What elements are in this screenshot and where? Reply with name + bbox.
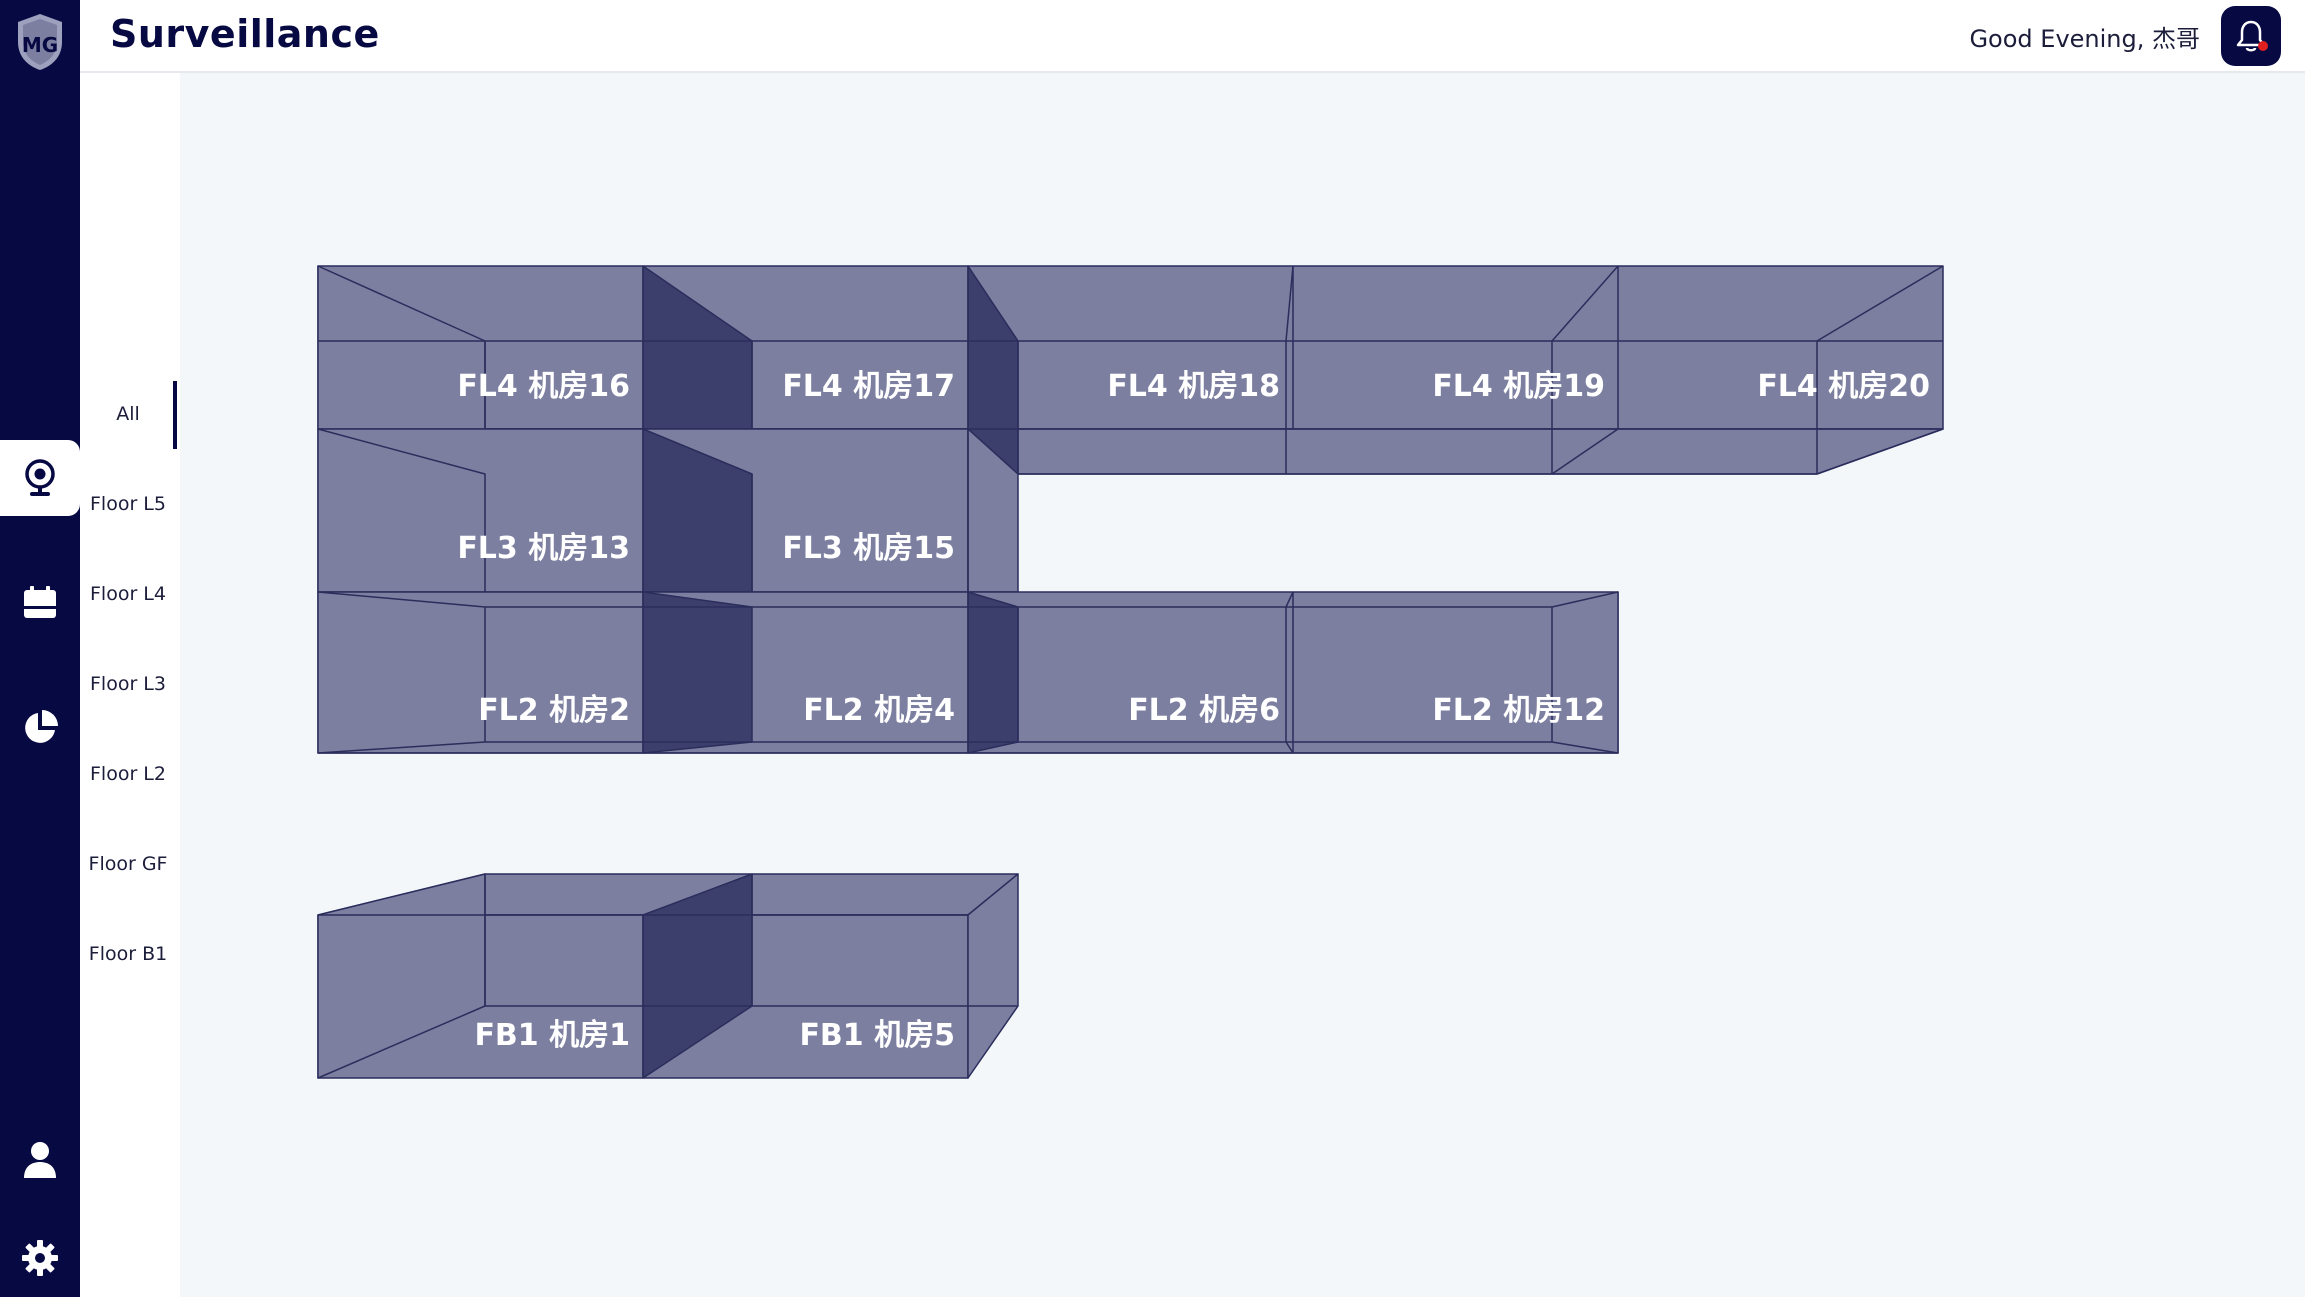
floor-filter-l3[interactable]: Floor L3	[90, 673, 166, 695]
floor-filter-all[interactable]: All	[116, 403, 140, 425]
room-fl2-4[interactable]: FL2 机房4	[803, 693, 955, 728]
top-header: Surveillance Good Evening, 杰哥	[80, 0, 2305, 73]
room-fl4-17[interactable]: FL4 机房17	[782, 369, 955, 404]
floor-filter-list: All Floor L5 Floor L4 Floor L3 Floor L2 …	[80, 73, 180, 1297]
room-fl4-20[interactable]: FL4 机房20	[1757, 369, 1930, 404]
room-fl2-12[interactable]: FL2 机房12	[1432, 693, 1605, 728]
camera-icon	[25, 459, 55, 496]
pie-chart-icon	[25, 710, 58, 743]
room-fl4-16[interactable]: FL4 机房16	[457, 369, 630, 404]
floor-selection-indicator	[173, 381, 177, 449]
floor-filter-l4[interactable]: Floor L4	[90, 583, 166, 605]
gear-icon	[22, 1240, 58, 1276]
room-fl2-6[interactable]: FL2 机房6	[1128, 693, 1280, 728]
room-fl4-18[interactable]: FL4 机房18	[1107, 369, 1280, 404]
page-title: Surveillance	[110, 12, 380, 56]
room-fl4-19[interactable]: FL4 机房19	[1432, 369, 1605, 404]
greeting-text: Good Evening, 杰哥	[1969, 25, 2200, 53]
calendar-icon	[24, 586, 56, 618]
bell-icon	[2236, 20, 2266, 52]
room-fb1-1[interactable]: FB1 机房1	[474, 1018, 630, 1053]
room-fl3-13[interactable]: FL3 机房13	[457, 531, 630, 566]
room-fb1-5[interactable]: FB1 机房5	[799, 1018, 955, 1053]
user-icon	[24, 1142, 56, 1178]
room-fl3-15[interactable]: FL3 机房15	[782, 531, 955, 566]
floor-filter-l5[interactable]: Floor L5	[90, 493, 166, 515]
nav-profile-button[interactable]	[0, 1122, 80, 1198]
mg-shield-logo-icon: MG	[18, 14, 62, 70]
room-fl2-2[interactable]: FL2 机房2	[478, 693, 630, 728]
svg-text:MG: MG	[22, 33, 58, 57]
notification-button[interactable]	[2221, 6, 2281, 66]
floor-filter-b1[interactable]: Floor B1	[88, 943, 168, 965]
floor-map-svg: FL4 机房16 FL4 机房17 FL4 机房18 FL4 机房19 FL4 …	[317, 265, 1944, 1079]
nav-settings-button[interactable]	[0, 1220, 80, 1296]
notification-dot	[2258, 41, 2268, 51]
floor-filter-l2[interactable]: Floor L2	[90, 763, 166, 785]
nav-schedule-button[interactable]	[0, 564, 80, 640]
floor-map-canvas: FL4 机房16 FL4 机房17 FL4 机房18 FL4 机房19 FL4 …	[180, 73, 2305, 1297]
nav-surveillance-button[interactable]	[0, 440, 80, 516]
nav-rail: MG	[0, 0, 80, 1297]
floor-filter-gf[interactable]: Floor GF	[88, 853, 168, 875]
nav-analytics-button[interactable]	[0, 690, 80, 766]
